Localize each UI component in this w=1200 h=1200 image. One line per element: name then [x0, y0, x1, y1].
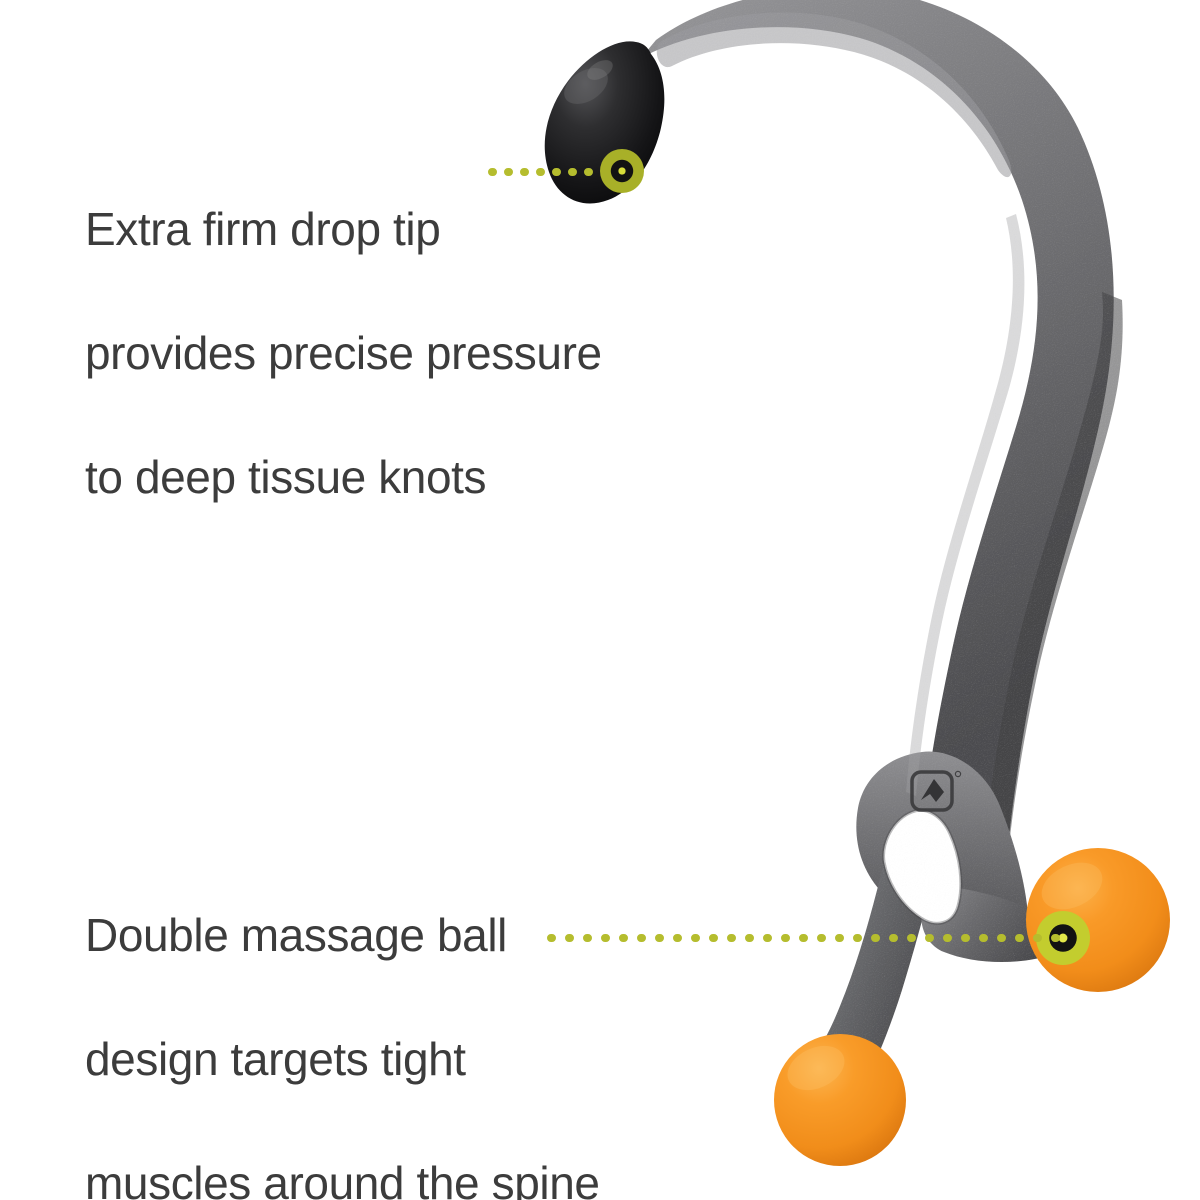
lower-ball-highlight — [787, 1045, 845, 1091]
handle-fork-left-arm — [806, 856, 938, 1086]
massage-ball-callout: Double massage ball design targets tight… — [85, 842, 600, 1200]
drop-tip-highlight-soft — [587, 60, 613, 80]
drop-tip-callout-line-3: to deep tissue knots — [85, 451, 487, 503]
handle-shaft — [641, 0, 1114, 846]
drop-tip-callout: Extra firm drop tip provides precise pre… — [85, 136, 602, 570]
handle-arch-highlight — [656, 12, 1012, 178]
massage-ball-callout-line-1: Double massage ball — [85, 909, 507, 961]
drop-tip-callout-line-2: provides precise pressure — [85, 327, 602, 379]
drop-tip-callout-line-1: Extra firm drop tip — [85, 203, 441, 255]
massage-ball-callout-line-3: muscles around the spine — [85, 1157, 600, 1200]
massage-ball-callout-line-2: design targets tight — [85, 1033, 466, 1085]
drop-tip-target-marker — [600, 149, 644, 193]
handle-cutout-shading — [882, 808, 963, 925]
upper-massage-ball — [1026, 848, 1170, 992]
upper-ball-target-marker — [1036, 911, 1090, 965]
brand-logo-emboss — [910, 770, 962, 812]
drop-tip-highlight — [564, 68, 608, 104]
massage-tool-handle — [641, 0, 1123, 1086]
upper-ball-highlight — [1041, 862, 1103, 910]
lower-massage-ball — [774, 1034, 906, 1166]
handle-spine-shadow — [985, 292, 1123, 846]
handle-left-highlight — [906, 214, 1025, 796]
handle-fork-cutout — [883, 810, 961, 924]
